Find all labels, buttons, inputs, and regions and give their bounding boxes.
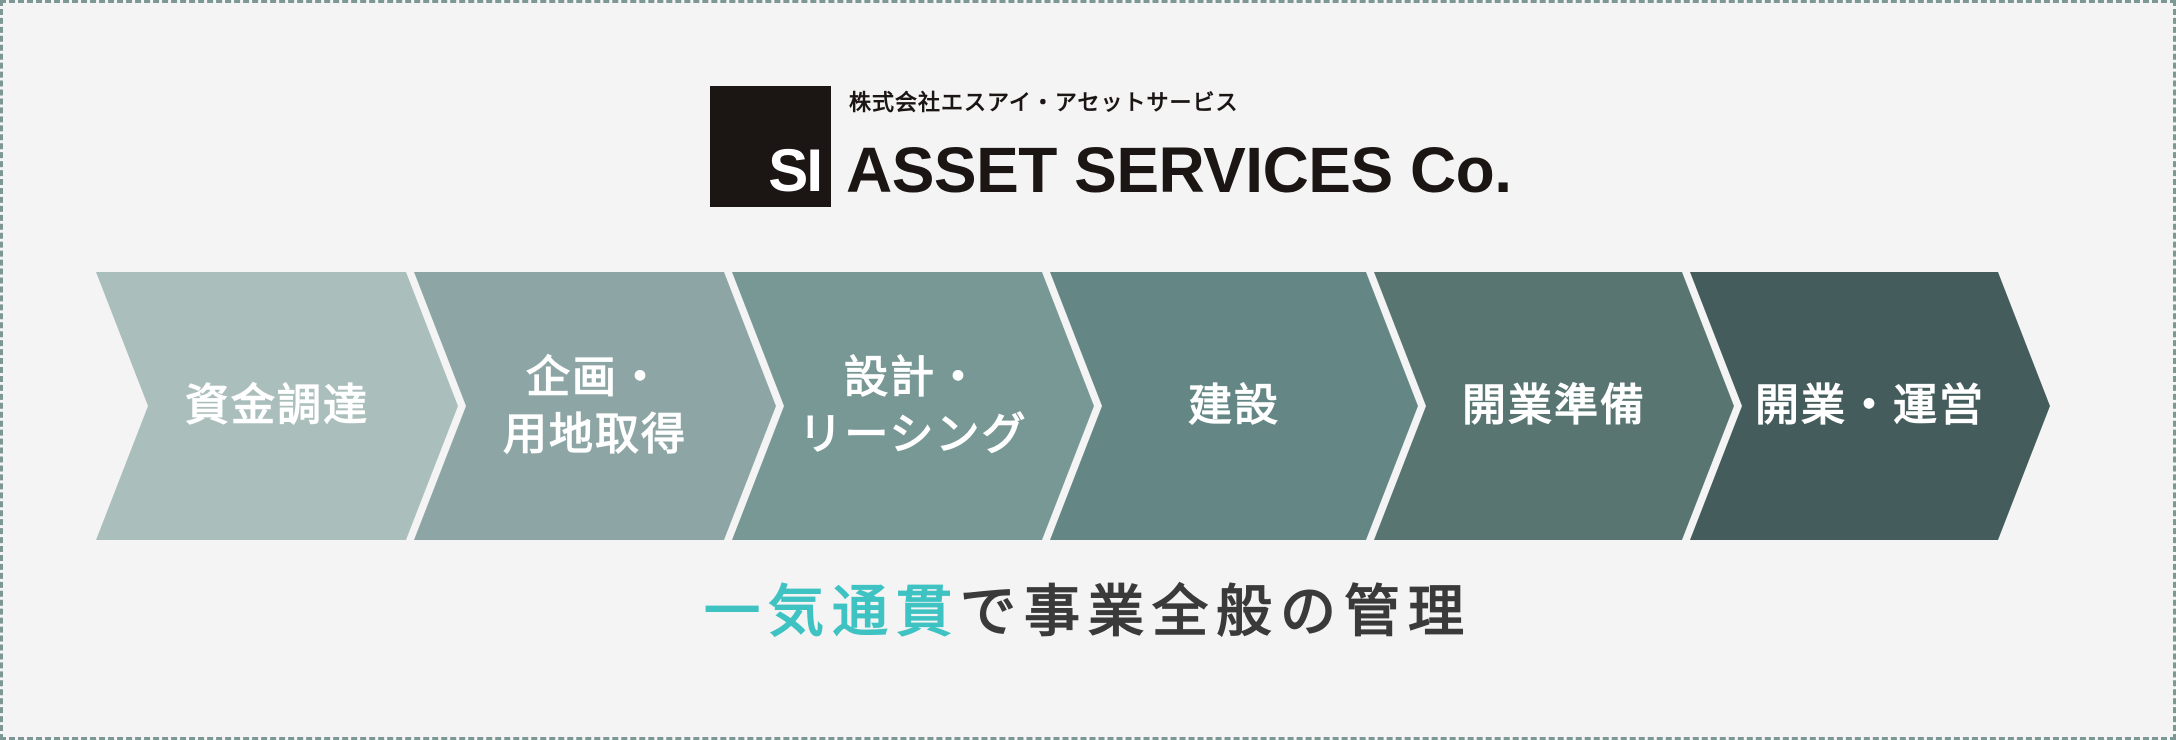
process-flow-arrows xyxy=(96,272,2050,540)
flow-step-opening-prep: 開業準備 xyxy=(1426,272,1682,540)
flow-step-arrow xyxy=(414,272,776,540)
flow-step-design-leasing: 設計・ リーシング xyxy=(784,272,1042,540)
flow-step-label: 設計・ リーシング xyxy=(798,351,1028,460)
flow-step-financing: 資金調達 xyxy=(148,272,406,540)
company-name-japanese: 株式会社エスアイ・アセットサービス xyxy=(849,91,1239,116)
tagline: 一気通貫で事業全般の管理 xyxy=(0,585,2176,641)
flow-step-label: 開業準備 xyxy=(1462,380,1646,432)
logo-mark: SI xyxy=(768,137,823,204)
flow-step-arrow xyxy=(1374,272,1734,540)
flow-step-label: 建設 xyxy=(1188,380,1280,432)
flow-step-label: 企画・ 用地取得 xyxy=(503,351,687,460)
company-name-english: ASSET SERVICES Co. xyxy=(846,134,1512,206)
process-flow: 資金調達 企画・ 用地取得 設計・ リーシング 建設 開業準備 開業・運営 xyxy=(0,272,2176,540)
flow-step-planning-land: 企画・ 用地取得 xyxy=(466,272,724,540)
flow-step-opening-operation: 開業・運営 xyxy=(1742,272,1998,540)
flow-step-arrow xyxy=(732,272,1094,540)
flow-step-arrow xyxy=(1690,272,2050,540)
tagline-rest: で事業全般の管理 xyxy=(960,580,1472,645)
logo-mark-box: SI xyxy=(710,86,831,207)
flow-step-construction: 建設 xyxy=(1102,272,1366,540)
tagline-highlight: 一気通貫 xyxy=(704,580,960,645)
flow-step-label: 開業・運営 xyxy=(1755,380,1985,432)
flow-step-label: 資金調達 xyxy=(185,380,369,432)
flow-step-arrow xyxy=(1050,272,1418,540)
flow-step-arrow xyxy=(96,272,458,540)
